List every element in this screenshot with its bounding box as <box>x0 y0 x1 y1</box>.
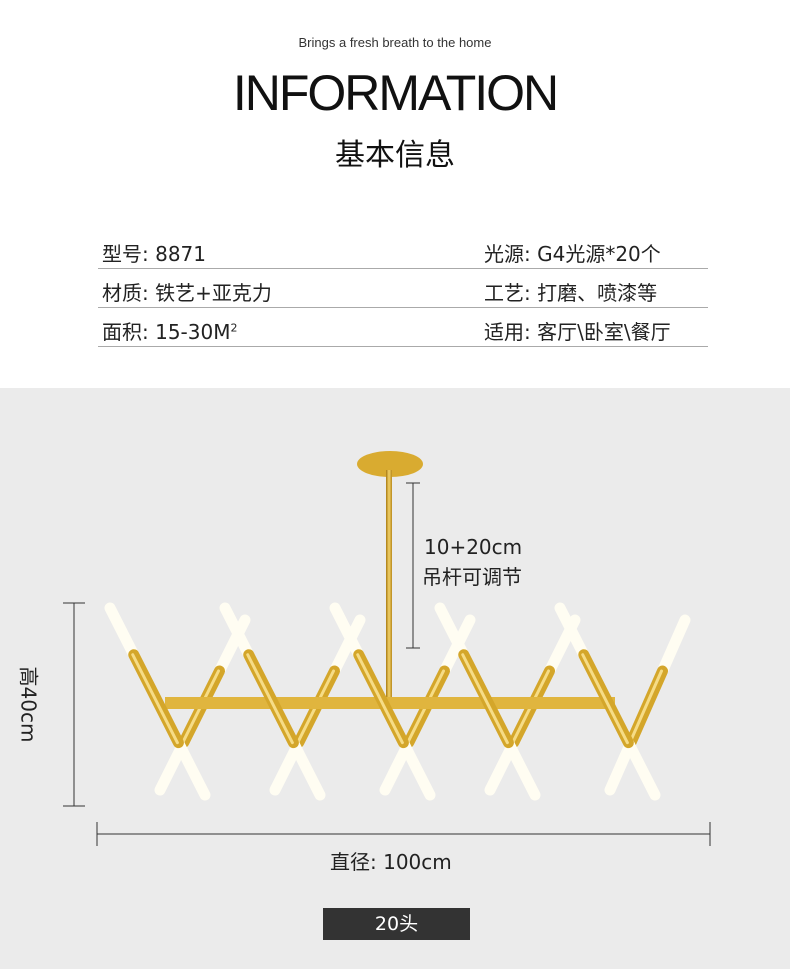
spec-material: 材质: 铁艺+亚克力 <box>102 281 272 305</box>
page-subtitle: 基本信息 <box>335 138 455 173</box>
light-tube <box>622 737 661 801</box>
spec-area-sup: 2 <box>230 321 238 335</box>
light-tube <box>287 737 326 801</box>
spec-area-value: 面积: 15-30M <box>102 320 231 344</box>
page-title: INFORMATION <box>232 65 559 121</box>
gold-arm-highlight <box>581 653 629 745</box>
spec-usage: 适用: 客厅\卧室\餐厅 <box>484 320 671 344</box>
spec-row: 材质: 铁艺+亚克力 工艺: 打磨、喷漆等 <box>98 269 708 308</box>
light-tube <box>657 614 691 677</box>
gold-arm-highlight <box>461 653 509 745</box>
light-tube <box>329 602 365 661</box>
head-count-badge: 20头 <box>323 908 470 940</box>
gold-arm-highlight <box>628 669 663 744</box>
ceiling-plate <box>357 451 423 477</box>
light-tube <box>172 737 211 801</box>
light-tube <box>104 602 140 661</box>
light-tube <box>219 602 255 661</box>
height-label: 高40cm <box>16 666 41 743</box>
spec-model: 型号: 8871 <box>102 242 206 266</box>
light-tube <box>397 737 436 801</box>
spec-area: 面积: 15-30M2 <box>102 316 237 345</box>
spec-table: 型号: 8871 光源: G4光源*20个 材质: 铁艺+亚克力 工艺: 打磨、… <box>98 230 708 347</box>
spec-row: 型号: 8871 光源: G4光源*20个 <box>98 230 708 269</box>
spec-row: 面积: 15-30M2 适用: 客厅\卧室\餐厅 <box>98 308 708 347</box>
gold-arm-highlight <box>131 653 179 745</box>
spec-process: 工艺: 打磨、喷漆等 <box>484 281 658 305</box>
light-tube <box>329 614 366 677</box>
light-tube <box>554 602 590 661</box>
tagline: Brings a fresh breath to the home <box>298 35 492 50</box>
diameter-label: 直径: 100cm <box>330 850 452 874</box>
rod-adjustable-label: 吊杆可调节 <box>422 565 522 589</box>
spec-light-source: 光源: G4光源*20个 <box>484 242 661 266</box>
light-tube <box>434 602 470 661</box>
suspension-rod <box>386 470 392 700</box>
gold-arm-highlight <box>246 653 294 745</box>
rod-length-label: 10+20cm <box>424 535 523 559</box>
dimension-lines <box>63 482 711 846</box>
gold-arm-highlight <box>356 653 404 745</box>
light-tube <box>502 737 541 801</box>
